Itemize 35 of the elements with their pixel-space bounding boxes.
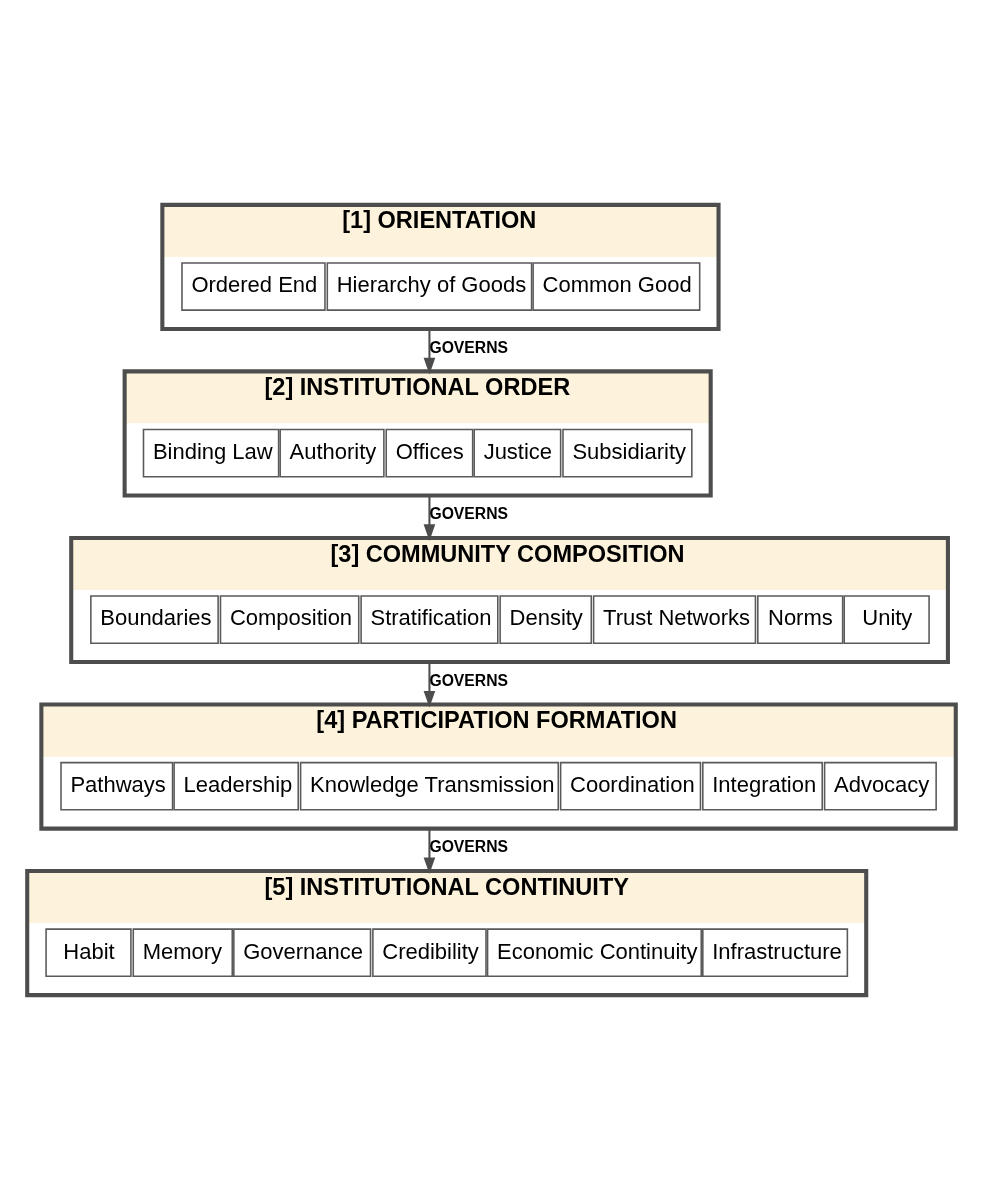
- node-box: Economic Continuity: [486, 928, 703, 978]
- node-box: Credibility: [372, 928, 487, 978]
- node-box: Leadership: [173, 761, 300, 811]
- node-box: Composition: [219, 595, 360, 644]
- node-box: Trust Networks: [592, 595, 757, 644]
- node-box: Authority: [279, 428, 385, 478]
- node-box: Pathways: [60, 761, 174, 811]
- arrow: [423, 329, 436, 375]
- node-box: Governance: [233, 928, 372, 978]
- node-box: Habit: [45, 928, 132, 978]
- node-box: Boundaries: [90, 595, 219, 644]
- node-box: Subsidiarity: [562, 428, 693, 478]
- node-box: Stratification: [360, 595, 499, 644]
- node-box: Coordination: [559, 761, 702, 811]
- arrow: [423, 495, 436, 542]
- node-box: Hierarchy of Goods: [326, 262, 533, 311]
- node-box: Offices: [385, 428, 474, 478]
- node-box: Integration: [702, 761, 823, 811]
- arrow: [423, 662, 436, 708]
- edge-label: GOVERNS: [429, 838, 508, 856]
- arrow: [423, 828, 436, 875]
- node-box: Advocacy: [823, 761, 937, 811]
- node-box: Binding Law: [142, 428, 280, 478]
- edge-label: GOVERNS: [429, 338, 508, 356]
- node-box: Infrastructure: [702, 928, 849, 978]
- node-box: Unity: [843, 595, 930, 644]
- node-box: Justice: [473, 428, 562, 478]
- node-box: Norms: [757, 595, 844, 644]
- node-box: Knowledge Transmission: [299, 761, 560, 811]
- node-box: Common Good: [532, 262, 701, 311]
- edge-label: GOVERNS: [429, 671, 508, 689]
- edge-label: GOVERNS: [429, 505, 508, 523]
- node-box: Ordered End: [181, 262, 326, 311]
- node-box: Memory: [132, 928, 234, 978]
- node-box: Density: [499, 595, 593, 644]
